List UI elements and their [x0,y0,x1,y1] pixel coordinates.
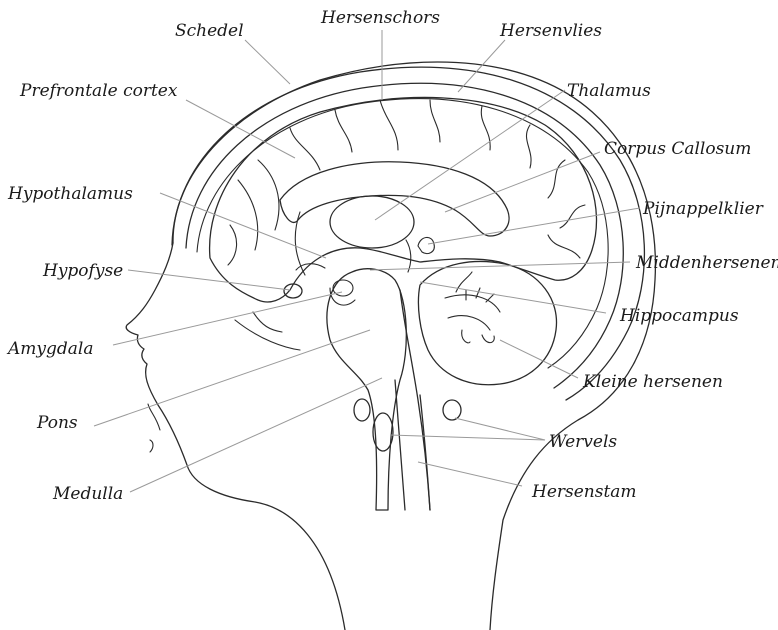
label-hersenvlies: Hersenvlies [499,21,602,41]
label-hersenstam: Hersenstam [531,482,637,502]
leader-hypofyse [128,270,290,290]
label-hypofyse: Hypofyse [42,261,123,281]
label-schedel: Schedel [175,21,244,41]
skull-layers [172,67,644,400]
label-corpus-callosum: Corpus Callosum [604,139,751,159]
leader-amygdala [113,292,342,345]
leader-schedel [245,40,290,84]
label-hippocampus: Hippocampus [619,306,739,326]
label-hypothalamus: Hypothalamus [7,184,133,204]
label-middenhersenen: Middenhersenen [635,253,778,273]
label-wervels: Wervels [549,432,617,452]
vertebrae [354,399,461,451]
pineal-gland [406,237,434,272]
label-prefrontale-cortex: Prefrontale cortex [19,81,178,101]
leader-pons [94,330,370,426]
leader-hypothalamus [160,193,326,258]
corpus-callosum [280,162,509,275]
pituitary-gland [284,284,302,298]
amygdala [330,280,355,305]
label-kleine-hersenen: Kleine hersenen [582,372,723,392]
leader-wervels-left [390,435,545,440]
leader-wervels-right [455,418,545,440]
leader-kleine-hersenen [500,340,578,378]
label-pijnappelklier: Pijnappelklier [642,199,764,219]
label-amygdala: Amygdala [6,339,93,359]
label-pons: Pons [36,413,78,433]
cerebrum [210,97,597,301]
thalamus [330,196,414,248]
leader-hersenstam [418,462,522,486]
leader-thalamus [375,90,565,220]
leader-corpus-callosum [445,152,600,212]
cerebellum [418,262,556,385]
label-hersenschors: Hersenschors [320,8,440,28]
head-silhouette [126,62,655,630]
spinal-canal [395,380,430,510]
leader-medulla [130,378,382,492]
leader-prefrontale-cortex [186,100,295,158]
leader-hersenvlies [458,40,505,92]
label-medulla: Medulla [52,484,123,504]
label-thalamus: Thalamus [567,81,651,101]
